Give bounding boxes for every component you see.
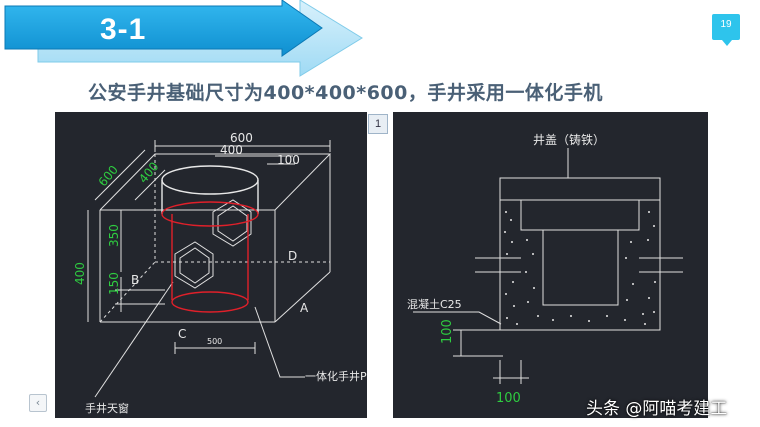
isometric-drawing-panel: 600 400 100 600 400 350 150 400 500 A B …	[55, 112, 367, 418]
figure-index-tag: 1	[368, 114, 388, 134]
section-drawing: 井盖（铸铁） 混凝土C25 100 100	[407, 132, 683, 406]
dim-side-400: 400	[136, 159, 161, 186]
dim-v-150: 150	[107, 272, 121, 295]
page-number-badge: 19	[712, 14, 740, 46]
dim-side-600: 600	[96, 163, 121, 190]
label-C: C	[178, 327, 186, 341]
dim-v-400: 400	[73, 262, 87, 285]
banner-arrow	[4, 0, 363, 77]
label-A: A	[300, 301, 309, 315]
dim-v-350: 350	[107, 224, 121, 247]
dim-top-100: 100	[277, 153, 300, 167]
section-number: 3-1	[100, 13, 147, 46]
isometric-drawing: 600 400 100 600 400 350 150 400 500 A B …	[73, 131, 367, 415]
dim-top-400: 400	[220, 143, 243, 157]
dim-100-horizontal: 100	[496, 391, 521, 406]
slide-subtitle: 公安手井基础尺寸为400*400*600，手井采用一体化手机	[88, 82, 603, 104]
dim-bottom-500: 500	[207, 337, 222, 346]
label-concrete: 混凝土C25	[407, 297, 462, 311]
label-pe: 一体化手井PE	[305, 369, 367, 383]
prev-slide-button[interactable]: ‹	[29, 394, 47, 412]
section-drawing-panel: 井盖（铸铁） 混凝土C25 100 100	[393, 112, 708, 418]
label-cover: 井盖（铸铁）	[533, 132, 605, 147]
watermark: 头条 @阿喵考建工	[586, 399, 728, 419]
label-D: D	[288, 249, 297, 263]
label-window: 手井天窗	[85, 401, 129, 415]
label-B: B	[131, 273, 139, 287]
dim-top-600: 600	[230, 131, 253, 145]
dim-100-vertical: 100	[440, 319, 455, 344]
